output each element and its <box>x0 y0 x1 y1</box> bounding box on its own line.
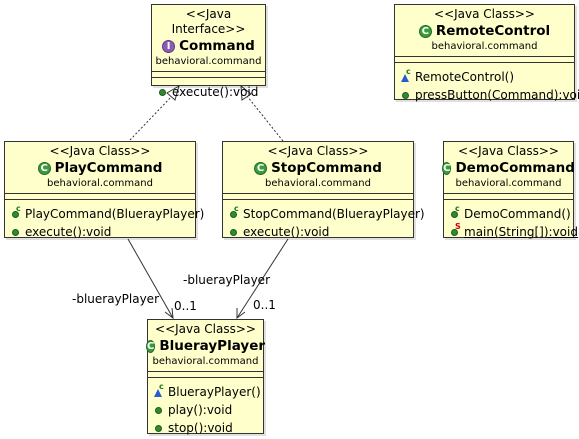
class-name: PlayCommand <box>54 160 163 176</box>
stereotype-label: <<Java Class>> <box>155 322 256 336</box>
public-icon <box>451 211 458 218</box>
class-name: RemoteControl <box>435 23 551 39</box>
public-icon <box>155 425 162 432</box>
operation-play[interactable]: play():void <box>148 401 263 419</box>
class-icon: C <box>442 161 452 175</box>
package-label: behavioral.command <box>152 356 259 367</box>
association-stop-to-player <box>236 238 289 319</box>
constructor-icon: c <box>234 204 239 213</box>
realization-stop-to-command <box>246 95 284 142</box>
association-arrowhead-play <box>164 307 174 320</box>
public-icon <box>402 92 409 99</box>
package-label: behavioral.command <box>155 56 262 67</box>
public-icon <box>155 407 162 414</box>
class-icon: C <box>418 24 432 38</box>
stereotype-label: <<Java Class>> <box>267 144 369 158</box>
operation-stop[interactable]: stop():void <box>148 419 263 437</box>
public-icon <box>230 229 237 236</box>
operation-execute[interactable]: execute():void <box>152 83 265 101</box>
class-name: Command <box>179 38 255 54</box>
stereotype-label: <<Java Class>> <box>49 144 151 158</box>
public-icon <box>12 211 19 218</box>
public-icon <box>159 89 166 96</box>
class-icon: C <box>37 161 51 175</box>
stereotype-label: <<Java Interface>> <box>171 7 246 36</box>
association-multiplicity-stop: 0..1 <box>253 298 276 312</box>
operation-execute[interactable]: execute():void <box>5 223 195 241</box>
package-label: behavioral.command <box>265 178 371 189</box>
public-icon <box>12 229 19 236</box>
interface-icon: I <box>162 39 176 53</box>
constructor-icon: c <box>455 204 460 213</box>
constructor-icon: c <box>159 382 164 391</box>
package-visibility-icon <box>401 74 409 82</box>
stereotype-label: <<Java Class>> <box>458 144 559 158</box>
realization-arrowhead-stop <box>240 84 252 101</box>
association-arrowhead-stop <box>236 308 246 319</box>
public-icon <box>451 229 458 236</box>
package-label: behavioral.command <box>47 178 153 189</box>
operation-press-button[interactable]: pressButton(Command):void <box>395 86 579 104</box>
static-icon: S <box>455 222 461 231</box>
public-icon <box>230 211 237 218</box>
package-label: behavioral.command <box>431 41 538 52</box>
association-role-play: -bluerayPlayer <box>72 292 159 306</box>
class-icon: C <box>146 339 156 353</box>
operation-execute[interactable]: execute():void <box>223 223 413 241</box>
association-role-stop: -bluerayPlayer <box>183 273 270 287</box>
class-name: StopCommand <box>271 160 382 176</box>
stereotype-label: <<Java Class>> <box>434 7 535 21</box>
association-play-to-player <box>127 238 174 319</box>
constructor-icon: c <box>406 67 411 76</box>
association-multiplicity-play: 0..1 <box>174 299 197 313</box>
class-name: BluerayPlayer <box>159 338 266 354</box>
package-visibility-icon <box>154 389 162 397</box>
class-icon: C <box>254 161 268 175</box>
class-name: DemoCommand <box>455 160 575 176</box>
realization-arrowhead-play <box>166 84 180 101</box>
constructor-icon: c <box>16 204 21 213</box>
package-label: behavioral.command <box>455 178 562 189</box>
